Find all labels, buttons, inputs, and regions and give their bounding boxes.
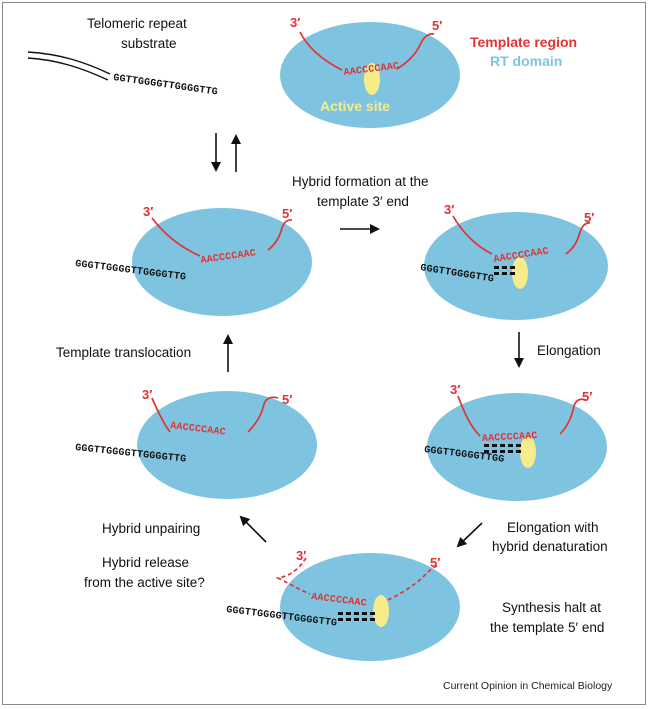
- elongation-label: Elongation: [537, 343, 601, 358]
- state-d-enzyme: AACCCCAAC 3′ 5′ GGGTTGGGGTTGG: [424, 382, 607, 501]
- prime3-label: 3′: [143, 204, 153, 219]
- template-5prime-strand: [396, 33, 435, 70]
- hybrid-release-line1: Hybrid release: [102, 555, 189, 570]
- template-3prime-strand: [299, 31, 343, 71]
- template-3prime-strand: [151, 217, 201, 257]
- template-3prime-strand: [151, 397, 171, 433]
- prime3-label: 3′: [142, 387, 152, 402]
- hybrid-release-line2: from the active site?: [84, 575, 205, 590]
- unpairing-arrow: [239, 515, 267, 543]
- prime5-label: 5′: [582, 389, 592, 404]
- prime5-label: 5′: [584, 210, 594, 225]
- state-b-enzyme: AACCCCAAC 3′ 5′ GGGTTGGGGTTGGGGTTG: [75, 204, 312, 316]
- active-site-label: Active site: [320, 98, 390, 114]
- active-site-ellipse: [373, 595, 389, 627]
- hybrid-unpairing-label: Hybrid unpairing: [102, 521, 200, 536]
- template-5prime-strand: [559, 398, 587, 435]
- template-3prime-strand-dashed: [275, 557, 311, 595]
- state-c-enzyme: AACCCCAAC 3′ 5′ GGGTTGGGGTTG: [419, 202, 608, 320]
- prime5-label: 5′: [432, 18, 442, 33]
- substrate: GGTTGGGGTTGGGGTTG Telomeric repeat subst…: [27, 16, 218, 99]
- base-pair-marks: [338, 612, 375, 621]
- template-sequence: AACCCCAAC: [482, 431, 538, 445]
- state-a-enzyme: AACCCCAAC 3′ 5′ Active site: [280, 15, 460, 128]
- hybrid-formation-line1: Hybrid formation at the: [292, 174, 429, 189]
- template-translocation-label: Template translocation: [56, 345, 191, 360]
- synthesis-halt-line2: the template 5′ end: [490, 620, 604, 635]
- rt-domain-ellipse: [137, 391, 317, 499]
- active-site-ellipse: [364, 63, 380, 95]
- prime3-label: 3′: [290, 15, 300, 30]
- prime3-label: 3′: [444, 202, 454, 217]
- substrate-duplex-tail: [27, 51, 111, 75]
- base-pair-marks: [494, 266, 515, 275]
- template-5prime-strand: [247, 396, 279, 433]
- state-e-enzyme: AACCCCAAC 3′ 5′ GGGTTGGGGTTGGGGTTG: [226, 548, 460, 661]
- substrate-duplex-tail-2: [27, 57, 109, 81]
- rt-domain-ellipse: [132, 208, 312, 316]
- state-f-enzyme: AACCCCAAC 3′ 5′ GGGTTGGGGTTGGGGTTG: [75, 387, 317, 499]
- template-5prime-strand: [565, 222, 591, 255]
- journal-credit: Current Opinion in Chemical Biology: [443, 680, 613, 692]
- substrate-dna-sequence: GGTTGGGGTTGGGGTTG: [112, 73, 218, 99]
- prime5-label: 5′: [282, 392, 292, 407]
- template-5prime-strand: [267, 218, 293, 251]
- synthesis-halt-line1: Synthesis halt at: [502, 600, 601, 615]
- hybrid-formation-line2: template 3′ end: [317, 194, 409, 209]
- prime3-label: 3′: [450, 382, 460, 397]
- legend-template-region: Template region: [470, 34, 577, 50]
- legend-rt-domain: RT domain: [490, 53, 562, 69]
- active-site-ellipse: [512, 257, 528, 289]
- active-site-ellipse: [520, 436, 536, 468]
- denaturation-arrow: [456, 522, 483, 548]
- elongation-denaturation-line2: hybrid denaturation: [492, 539, 608, 554]
- prime3-label: 3′: [296, 548, 306, 563]
- substrate-label-line1: Telomeric repeat: [87, 16, 187, 31]
- prime5-label: 5′: [282, 206, 292, 221]
- rt-domain-ellipse: [280, 553, 460, 661]
- template-3prime-strand: [452, 215, 493, 255]
- template-3prime-strand: [457, 395, 481, 437]
- base-pair-marks: [484, 444, 521, 453]
- elongation-denaturation-line1: Elongation with: [507, 520, 599, 535]
- substrate-label-line2: substrate: [121, 36, 177, 51]
- template-5prime-strand-dashed: [387, 565, 439, 601]
- prime5-label: 5′: [430, 555, 440, 570]
